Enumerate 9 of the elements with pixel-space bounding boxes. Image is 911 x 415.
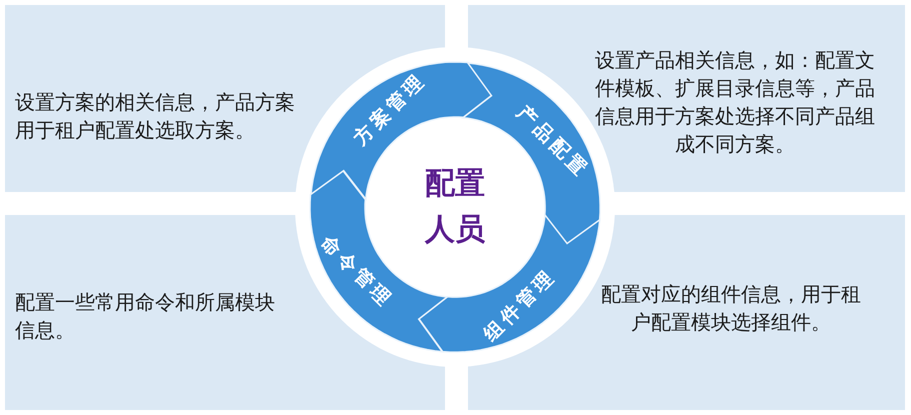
segment-label: 组件管理: [478, 264, 562, 347]
description-text: 配置对应的组件信息，用于租户配置模块选择组件。: [600, 281, 862, 336]
description-text: 设置方案的相关信息，产品方案用于租户配置处选取方案。: [15, 89, 296, 144]
segment-label: 产品配置: [512, 100, 594, 184]
segment-label: 命令管理: [316, 230, 398, 314]
segment-label: 方案管理: [348, 68, 432, 151]
description-text: 设置产品相关信息，如：配置文件模板、扩展目录信息等，产品信息用于方案处选择不同产品组成不同方案。: [594, 47, 876, 158]
description-text: 配置一些常用命令和所属模块信息。: [15, 289, 276, 344]
center-title: 配置人员: [424, 165, 486, 249]
